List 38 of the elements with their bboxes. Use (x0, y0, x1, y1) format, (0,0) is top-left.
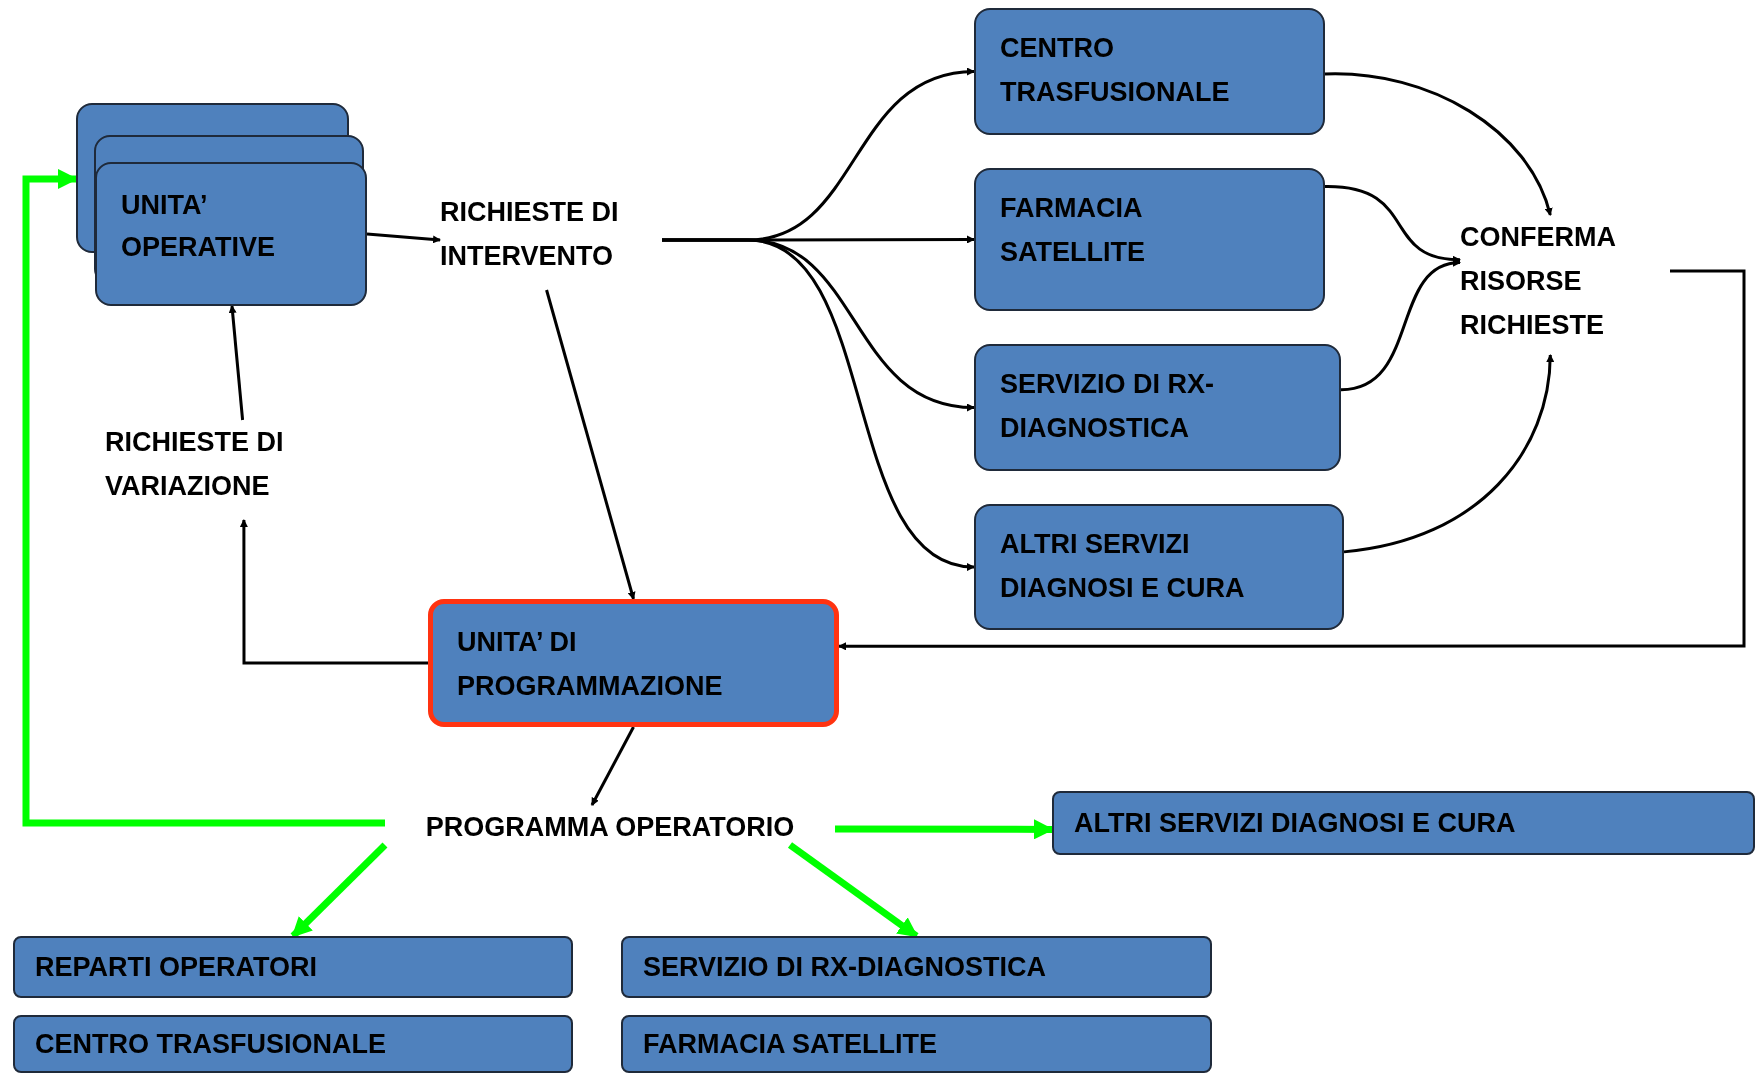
arrow (662, 238, 975, 570)
process-box (974, 344, 1341, 471)
arrow (787, 842, 919, 939)
bar-label: SERVIZIO DI RX-DIAGNOSTICA (643, 950, 1047, 984)
process-box (974, 168, 1325, 311)
arrow (239, 519, 428, 665)
arrow (1340, 259, 1461, 392)
box-label: UNITA’ DI PROGRAMMAZIONE (457, 626, 724, 703)
process-bar (621, 936, 1212, 998)
flow-label: RICHIESTE DI INTERVENTO (440, 196, 620, 273)
arrow (290, 842, 388, 939)
arrow (366, 232, 441, 244)
arrow (590, 726, 635, 806)
arrow (1325, 72, 1552, 216)
arrow (545, 289, 636, 600)
arrow (838, 269, 1746, 651)
flow-label: PROGRAMMA OPERATORIO (424, 811, 796, 844)
process-box (428, 599, 839, 727)
process-bar (13, 1015, 573, 1073)
box-label: FARMACIA SATELLITE (1000, 192, 1146, 269)
box-label: UNITA’ OPERATIVE (121, 189, 277, 264)
box-label: SERVIZIO DI RX-DIAGNOSTICA (1000, 368, 1216, 445)
bar-label: CENTRO TRASFUSIONALE (35, 1027, 386, 1061)
arrow (1343, 354, 1554, 554)
flow-label: RICHIESTE DI VARIAZIONE (105, 426, 285, 503)
process-bar (13, 936, 573, 998)
bar-label: FARMACIA SATELLITE (643, 1027, 937, 1061)
bar-label: ALTRI SERVIZI DIAGNOSI E CURA (1074, 806, 1516, 840)
process-bar (621, 1015, 1212, 1073)
arrow (228, 305, 245, 421)
arrow (1324, 185, 1461, 264)
flow-label: CONFERMA RISORSE RICHIESTE (1460, 221, 1616, 342)
process-bar (1052, 791, 1755, 855)
process-box (974, 504, 1344, 630)
box-label: CENTRO TRASFUSIONALE (1000, 32, 1231, 109)
bar-label: REPARTI OPERATORI (35, 950, 318, 984)
box-label: ALTRI SERVIZI DIAGNOSI E CURA (1000, 528, 1246, 605)
process-box (974, 8, 1325, 135)
